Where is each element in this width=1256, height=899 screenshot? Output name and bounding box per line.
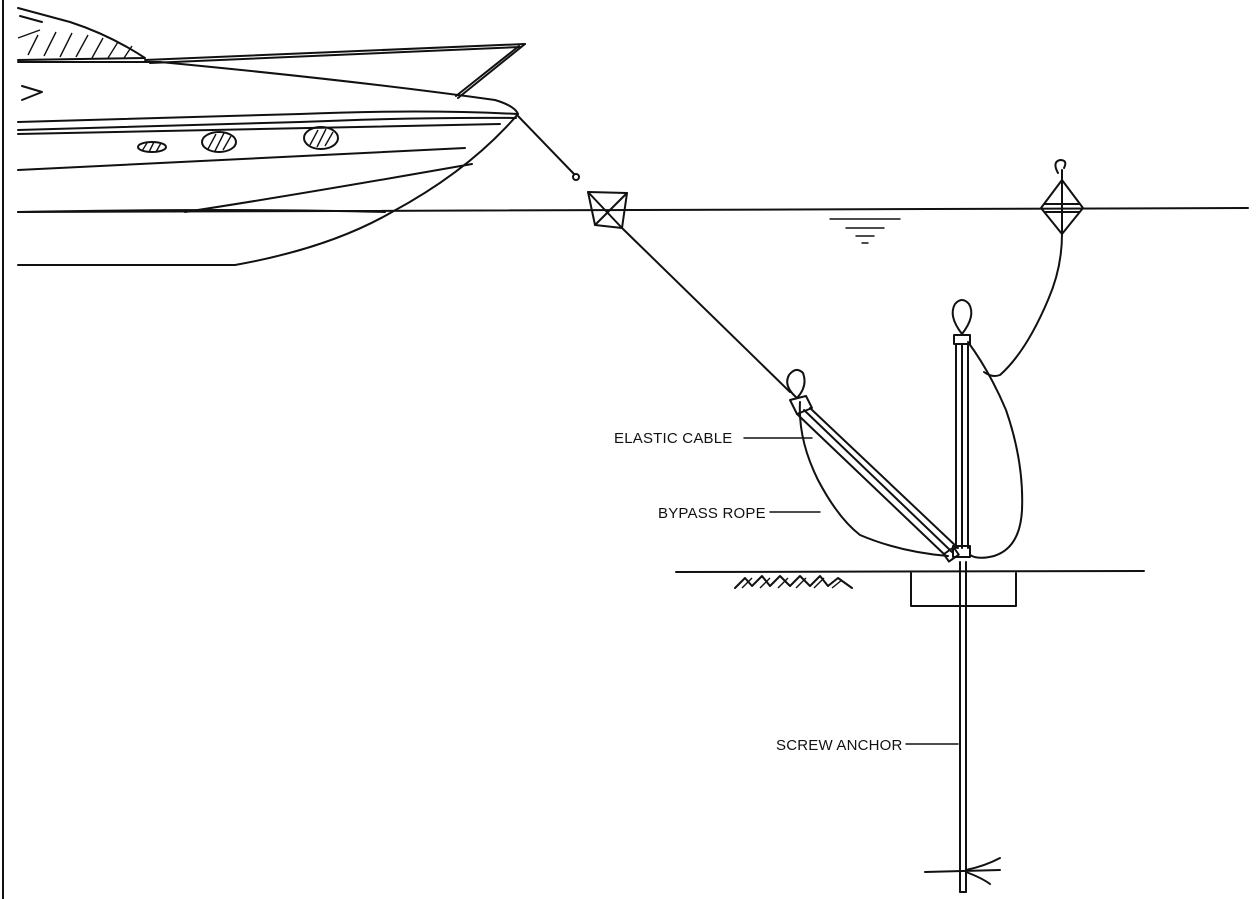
label-elastic-cable: ELASTIC CABLE xyxy=(614,430,732,447)
screw-anchor xyxy=(924,561,1001,893)
anchor-pad xyxy=(910,572,1017,607)
buoy-line xyxy=(983,233,1063,377)
marker-buoy xyxy=(1040,159,1084,235)
bypass-rope-left xyxy=(798,401,949,557)
elastic-cable-top-eye xyxy=(786,369,806,399)
bow-marker xyxy=(21,85,43,101)
base-connector xyxy=(952,545,971,558)
shackle-ring xyxy=(572,173,580,181)
elastic-cable-tube xyxy=(796,413,947,557)
mooring-line xyxy=(621,227,791,393)
hull-underwater xyxy=(17,211,393,266)
label-screw-anchor: SCREW ANCHOR xyxy=(776,737,903,754)
seabed-hatching xyxy=(734,575,853,589)
hull-line xyxy=(17,147,466,171)
cabin-hatching xyxy=(17,29,133,59)
seabed-line xyxy=(675,570,1145,573)
label-bypass-rope: BYPASS ROPE xyxy=(658,505,766,522)
porthole-mid xyxy=(201,131,237,153)
porthole-front xyxy=(303,126,339,150)
vertical-tube-assembly xyxy=(942,299,973,563)
bow-stem xyxy=(391,113,519,213)
porthole-small xyxy=(137,141,167,153)
water-surface xyxy=(17,207,1249,213)
vertical-tube-top-eye xyxy=(951,299,973,335)
water-level-symbol xyxy=(829,218,901,244)
bow-rail xyxy=(144,43,526,61)
bow-line xyxy=(517,115,575,175)
deck-line xyxy=(17,61,519,115)
rub-rail-top xyxy=(17,110,519,123)
boat-cabin-top xyxy=(17,7,146,61)
elastic-cable-assembly xyxy=(786,369,959,557)
bypass-rope-right xyxy=(967,341,1024,559)
boat xyxy=(17,7,526,266)
